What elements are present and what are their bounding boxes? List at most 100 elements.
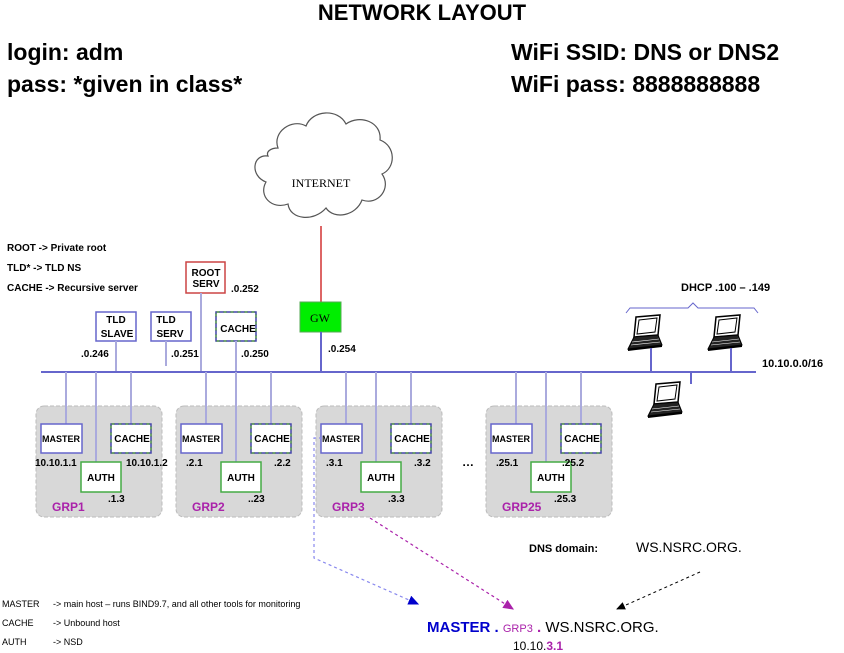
fqdn-ip-prefix: 10.10. [513,639,546,653]
cache-box-dash [250,423,292,454]
fqdn: MASTER . GRP3 . WS.NSRC.ORG. [427,619,659,636]
fqdn-dot: . [533,619,546,636]
cache-ip: .25.2 [562,458,585,469]
legend-cache: CACHE -> Recursive server [7,283,138,294]
master-box [180,423,223,454]
master-ip: .3.1 [326,458,343,469]
cache-label: CACHE [254,434,290,445]
root-server-box [185,261,226,294]
legend-tld: TLD* -> TLD NS [7,263,81,274]
master-ip: .2.1 [186,458,203,469]
fqdn-ip: 10.10.3.1 [513,639,563,653]
ellipsis: … [462,455,474,469]
root-server-ip: .0.252 [231,284,259,295]
master-label: MASTER [42,434,81,444]
cache-label: CACHE [114,434,150,445]
arrow-domain [616,571,701,610]
fqdn-ip-suffix: 3.1 [546,639,563,653]
cache-ip: .3.2 [414,458,431,469]
page-title: NETWORK LAYOUT [318,0,527,25]
tld-serv-label-2: SERV [156,329,183,340]
tld-serv-ip: .0.251 [171,349,199,360]
gateway-ip: .0.254 [328,344,356,355]
group-label: GRP1 [52,500,85,514]
cache-box [110,423,152,454]
legend-cache-key: CACHE [2,618,34,628]
cache-server-label: CACHE [220,324,256,335]
cache-ip: .2.2 [274,458,291,469]
master-label: MASTER [182,434,221,444]
cache-box-dash [390,423,432,454]
cache-server-ip: .0.250 [241,349,269,360]
tld-serv-box [150,311,192,342]
legend-master-key: MASTER [2,599,40,609]
cache-box [560,423,602,454]
master-box [490,423,533,454]
dns-domain-value: WS.NSRC.ORG. [636,539,742,555]
legend-master-desc: -> main host – runs BIND9.7, and all oth… [53,599,300,609]
auth-label: AUTH [367,473,395,484]
legend-cache-desc: -> Unbound host [53,618,120,628]
internet-label: INTERNET [292,176,351,190]
cache-box-dash [110,423,152,454]
arrow-master [313,437,420,605]
master-label: MASTER [322,434,361,444]
laptop-icon [707,314,743,352]
master-ip: .25.1 [496,458,519,469]
auth-label: AUTH [227,473,255,484]
wifi-pass-text: WiFi pass: 8888888888 [511,71,760,97]
auth-box [360,461,402,493]
arrow-group [369,517,515,610]
cache-server-box [215,311,257,342]
auth-label: AUTH [87,473,115,484]
group-label: GRP25 [502,500,542,514]
wifi-ssid-text: WiFi SSID: DNS or DNS2 [511,39,779,65]
group-grp1: MASTER CACHE AUTH 10.10.1.1 10.10.1.2 .1.3GRP… [35,372,168,518]
root-server-label-2: SERV [192,279,219,290]
auth-ip: .3.3 [388,494,405,505]
cache-label: CACHE [564,434,600,445]
group-label: GRP2 [192,500,225,514]
tld-slave-box [95,311,137,342]
auth-ip: .25.3 [554,494,577,505]
cache-box-dash [560,423,602,454]
cache-label: CACHE [394,434,430,445]
auth-box [220,461,262,493]
internet-cloud-icon [254,112,393,218]
master-box [40,423,83,454]
root-server-label-1: ROOT [192,268,221,279]
pass-text: pass: *given in class* [7,71,242,97]
dhcp-label: DHCP .100 – .149 [681,282,770,294]
tld-slave-label-2: SLAVE [101,329,134,340]
fqdn-group: GRP3 [503,623,533,635]
laptop-icon [627,314,663,352]
tld-slave-label-1: TLD [106,315,125,326]
tld-slave-ip: .0.246 [81,349,109,360]
fqdn-host: MASTER [427,619,491,636]
cache-ip: 10.10.1.2 [126,458,168,469]
legend-root: ROOT -> Private root [7,243,107,254]
group-label: GRP3 [332,500,365,514]
master-ip: 10.10.1.1 [35,458,77,469]
master-box [320,423,363,454]
dhcp-bracket [625,302,759,314]
laptop-icon [647,381,683,419]
auth-ip: .1.3 [108,494,125,505]
tld-serv-label-1: TLD [156,315,175,326]
auth-label: AUTH [537,473,565,484]
fqdn-domain: WS.NSRC.ORG. [545,619,658,636]
gateway-label: GW [310,311,331,325]
auth-ip: ..23 [248,494,265,505]
dns-domain-label: DNS domain: [529,543,598,555]
legend-auth-desc: -> NSD [53,637,83,647]
cache-box [250,423,292,454]
network-label: 10.10.0.0/16 [762,358,823,370]
legend-auth-key: AUTH [2,637,27,647]
cache-box [390,423,432,454]
login-text: login: adm [7,39,123,65]
auth-box [530,461,572,493]
